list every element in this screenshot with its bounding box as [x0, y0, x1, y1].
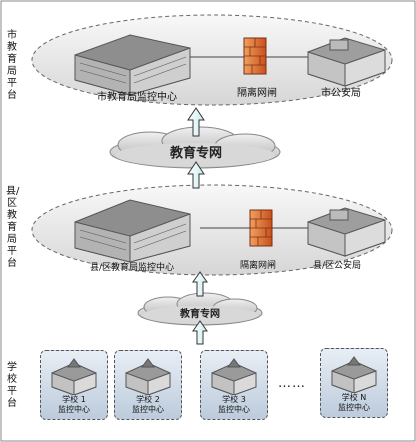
city-platform-side-label: 市教育局平台 [7, 30, 17, 101]
lower-up-arrow [192, 271, 208, 297]
school-building-icon [51, 358, 97, 395]
county-gateway-label: 隔离网闸 [240, 261, 277, 271]
lower-network-label: 教育专网 [180, 309, 220, 320]
school-sub: 监控中心 [218, 405, 250, 414]
school-name: 学校 1 [62, 395, 86, 404]
city-edu-building-icon [74, 34, 191, 96]
school-sub: 监控中心 [132, 405, 164, 414]
county-firewall-icon [249, 209, 273, 247]
school-name: 学校 3 [222, 395, 246, 404]
school-name: 学校 N [341, 393, 367, 402]
upper-network-cloud [109, 126, 281, 169]
county-police-building-icon [307, 207, 386, 257]
city-police-building-icon [307, 37, 386, 87]
upper-up-arrow [187, 107, 205, 137]
city-gateway-label: 隔离网闸 [237, 88, 277, 99]
school-name: 学校 2 [136, 395, 160, 404]
school-building-icon [331, 356, 377, 393]
city-firewall-icon [243, 37, 267, 75]
school-sub: 监控中心 [58, 405, 90, 414]
school-platform-side-label: 学校平台 [7, 362, 17, 409]
school-building-icon [211, 358, 257, 395]
county-edu-building-icon [74, 199, 191, 263]
city-police-label: 市公安局 [321, 88, 361, 99]
upper-network-label: 教育专网 [169, 146, 222, 161]
ellipsis-text: …… [278, 376, 306, 391]
bottom-up-arrow [192, 320, 208, 345]
school-building-icon [125, 358, 171, 395]
middle-up-arrow [187, 161, 205, 189]
county-monitoring-center-label: 县/区教育局监控中心 [90, 263, 175, 273]
city-monitoring-center-label: 市教育局监控中心 [97, 92, 177, 103]
county-police-label: 县/区公安局 [313, 261, 362, 271]
county-platform-side-label: 县/区教育局平台 [6, 186, 20, 269]
school-sub: 监控中心 [338, 403, 370, 412]
